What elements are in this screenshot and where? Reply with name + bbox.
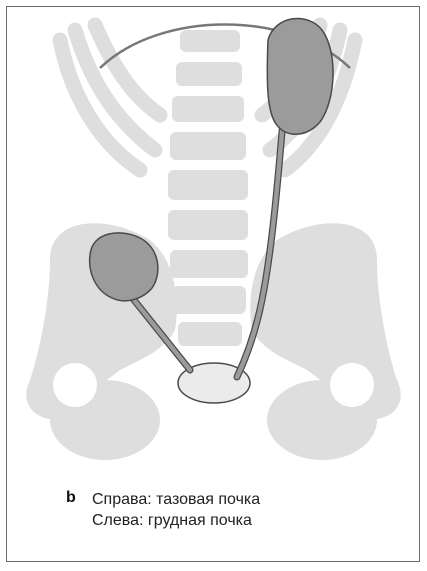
caption-line-left: Слева: грудная почка [92,510,260,531]
figure-caption: Справа: тазовая почка Слева: грудная поч… [92,489,260,531]
spine [168,30,248,346]
kidney-thoracic [267,19,333,135]
panel-letter: b [66,489,76,507]
caption-line-right: Справа: тазовая почка [92,489,260,510]
anatomy-illustration [0,0,427,480]
